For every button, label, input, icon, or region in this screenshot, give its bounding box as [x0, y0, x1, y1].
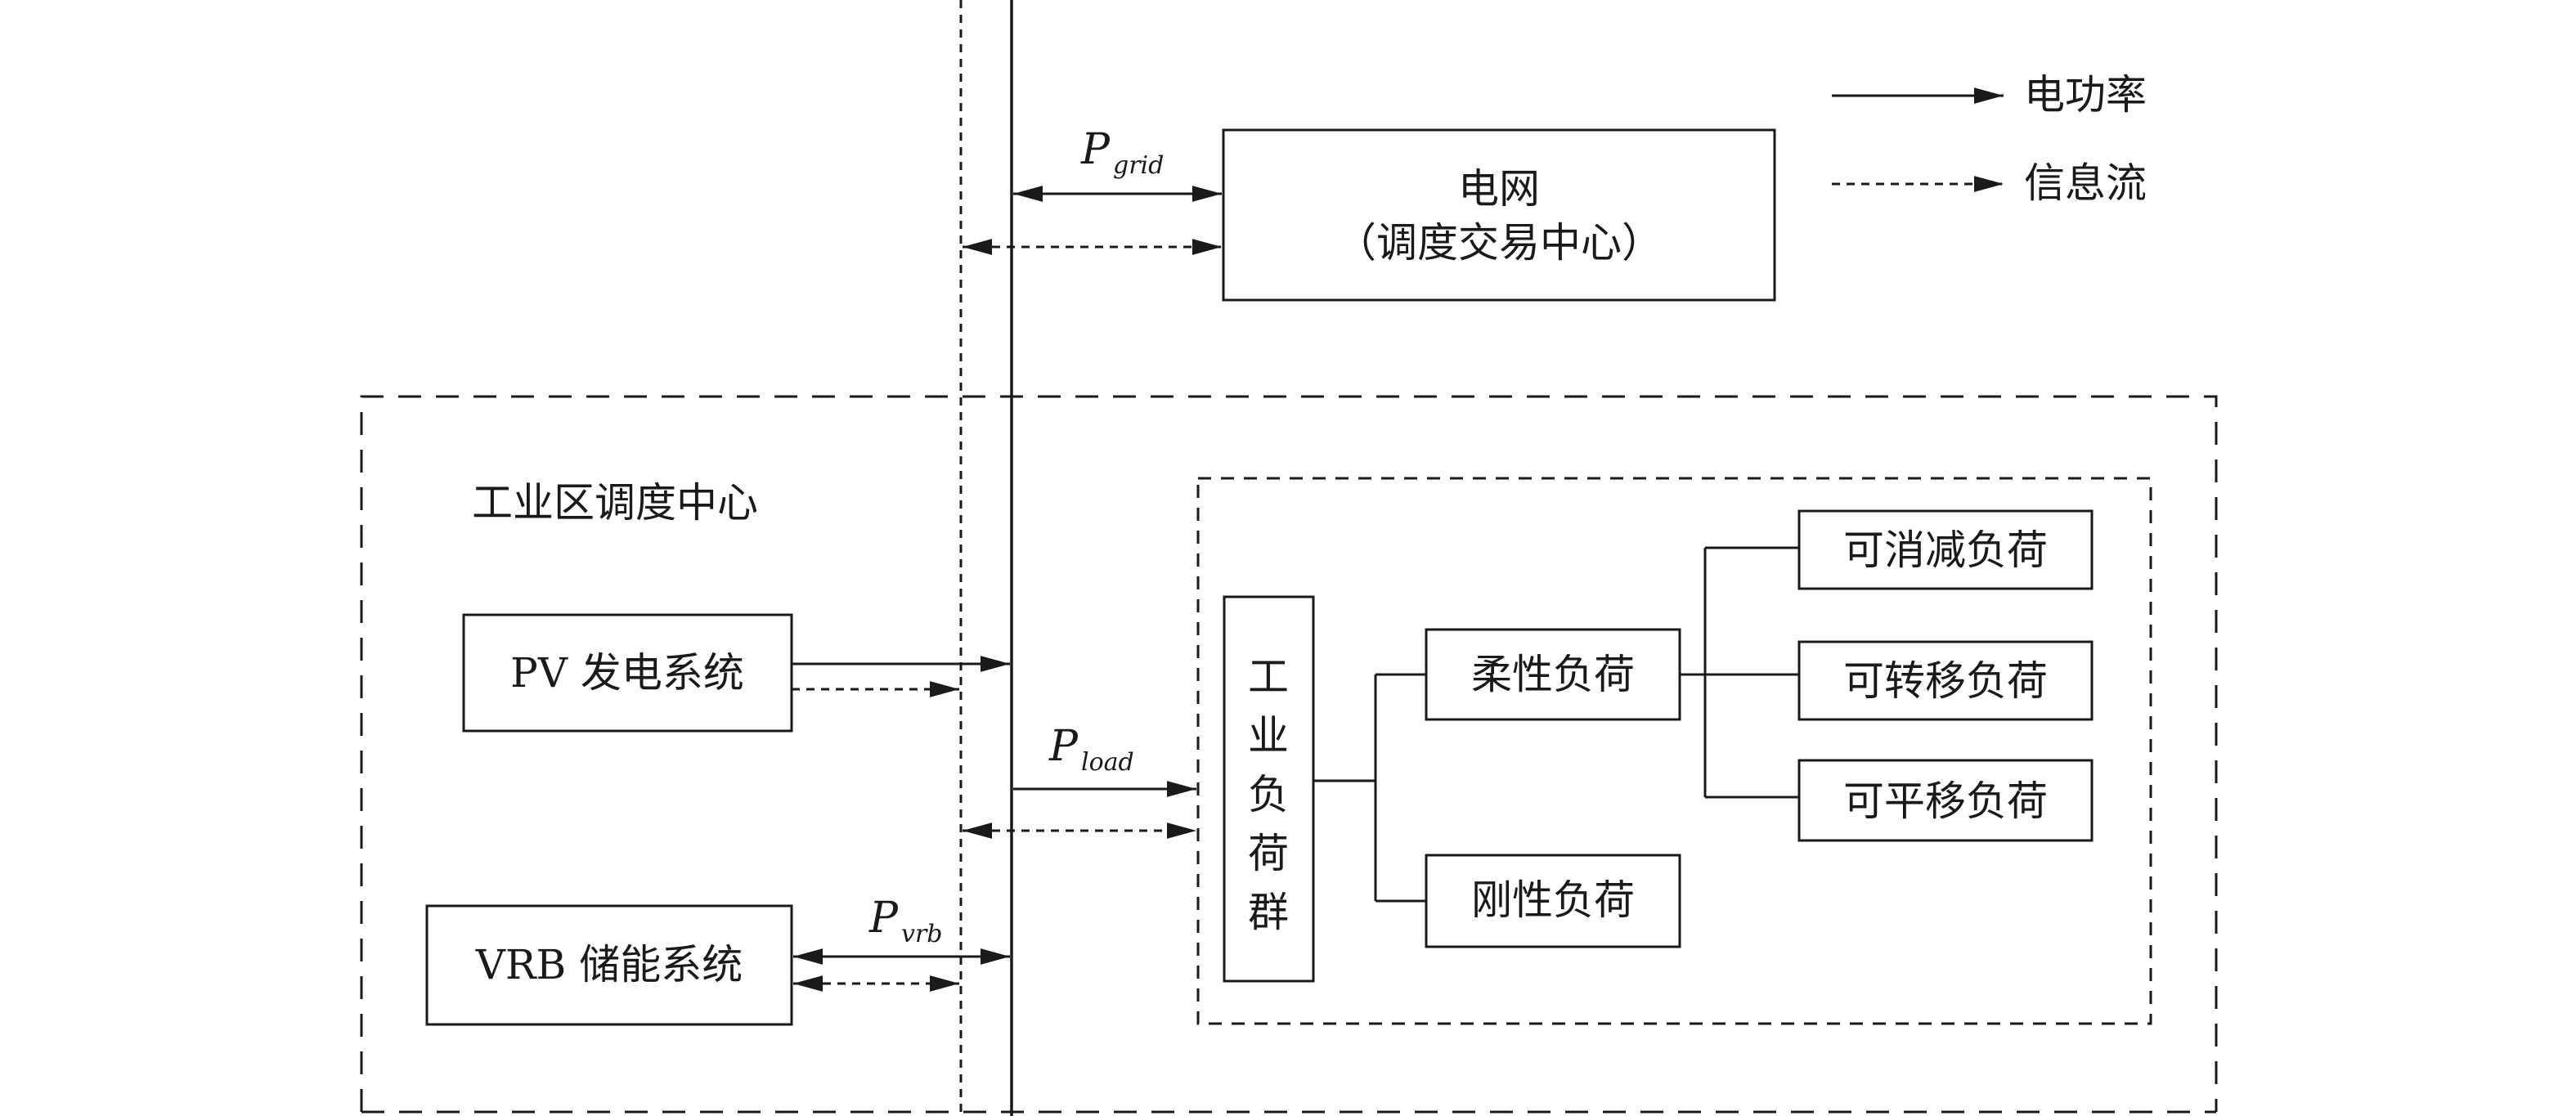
shiftable-load-box [1797, 759, 2094, 842]
shiftable-load-node: 可平移负荷 [1797, 759, 2094, 842]
reducible-load-box [1797, 509, 2094, 590]
grid-box [1222, 128, 1776, 302]
legend: 电功率 信息流 [1832, 71, 2147, 207]
flexible-load-box [1425, 628, 1681, 721]
rigid-load-box [1425, 854, 1681, 948]
pv-node: PV 发电系统 [462, 613, 793, 733]
legend-info-label: 信息流 [2024, 159, 2147, 207]
industrial-load-group-node: 工 业 负 荷 群 [1223, 595, 1315, 983]
pv-box [462, 613, 793, 733]
shiftable-load-label: 可平移负荷 [1843, 778, 2048, 825]
transferable-load-box [1797, 640, 2094, 721]
industrial-load-group-char: 群 [1248, 889, 1289, 936]
group-tree-connector [1313, 673, 1426, 903]
grid-subtitle: （调度交易中心） [1335, 219, 1663, 267]
industrial-load-group-char: 业 [1248, 712, 1289, 760]
vrb-label: VRB 储能系统 [475, 941, 743, 988]
industrial-load-group-char: 工 [1248, 653, 1289, 701]
load-group-boundary [1196, 477, 2152, 1025]
industrial-region-boundary [360, 395, 2218, 1114]
flexible-tree-connector [1680, 546, 1799, 799]
grid-node: 电网 （调度交易中心） [1222, 128, 1776, 302]
grid-title: 电网 [1458, 165, 1540, 213]
industrial-load-group-char: 荷 [1248, 830, 1289, 877]
rigid-load-label: 刚性负荷 [1471, 876, 1635, 924]
vrb-box [425, 904, 793, 1026]
reducible-load-label: 可消减负荷 [1843, 527, 2048, 574]
industrial-load-group-box [1223, 595, 1315, 983]
legend-power-label: 电功率 [2024, 71, 2147, 119]
industrial-load-group-char: 负 [1248, 771, 1289, 818]
rigid-load-node: 刚性负荷 [1425, 854, 1681, 948]
transferable-load-node: 可转移负荷 [1797, 640, 2094, 721]
region-title: 工业区调度中心 [472, 479, 758, 527]
flexible-load-label: 柔性负荷 [1471, 651, 1635, 698]
vrb-node: VRB 储能系统 [425, 904, 793, 1026]
transferable-load-label: 可转移负荷 [1843, 657, 2048, 705]
reducible-load-node: 可消减负荷 [1797, 509, 2094, 590]
pv-label: PV 发电系统 [510, 649, 744, 697]
flexible-load-node: 柔性负荷 [1425, 628, 1681, 721]
